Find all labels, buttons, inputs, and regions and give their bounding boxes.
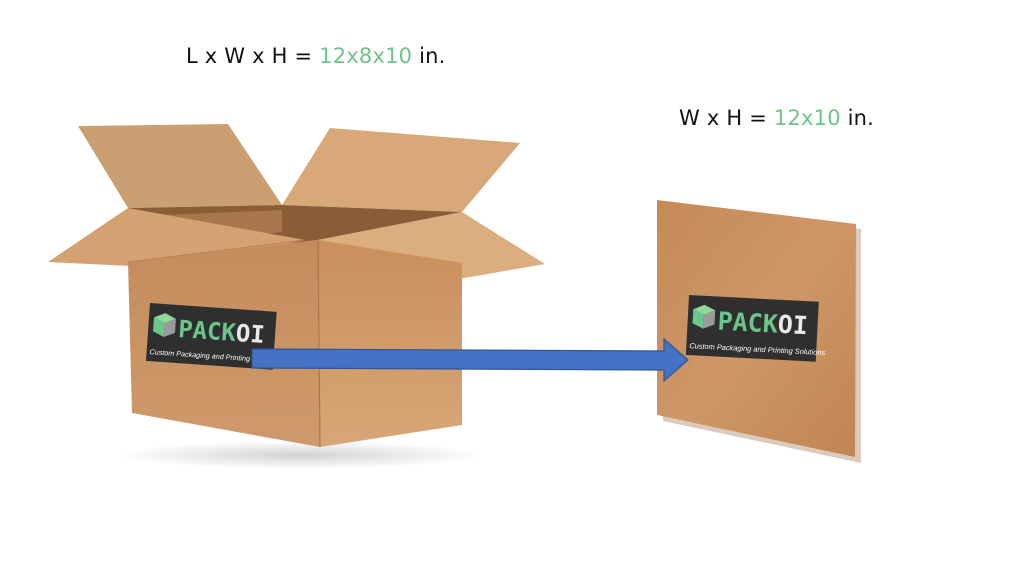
- sheet-formula-value: 12x10: [773, 106, 841, 130]
- cube-logo-icon: [692, 304, 716, 329]
- box-left-back-flap: [78, 124, 282, 208]
- cube-logo-icon: [153, 313, 176, 338]
- box-formula-value: 12x8x10: [319, 44, 413, 68]
- sheet-logo-label: PACKOI Custom Packaging and Printing Sol…: [685, 295, 826, 362]
- sheet-dimensions-formula: W x H = 12x10 in.: [679, 106, 874, 130]
- sheet-logo-wordmark: PACKOI: [717, 307, 809, 341]
- box-edge: [317, 239, 321, 448]
- box-formula-suffix: in.: [412, 44, 446, 68]
- flat-cardboard-sheet: PACKOI Custom Packaging and Printing Sol…: [657, 200, 861, 463]
- arrow-shape: [251, 337, 689, 383]
- box-logo-label: PACKOI Custom Packaging and Printing Sol…: [145, 303, 282, 370]
- box-fold-line: [127, 239, 306, 263]
- box-logo-word-pack: PACK: [177, 315, 237, 347]
- box-logo-word-oi: OI: [235, 319, 266, 349]
- sheet-formula-suffix: in.: [840, 106, 875, 130]
- box-shadow: [115, 441, 485, 469]
- sheet-formula-prefix: W x H =: [679, 106, 774, 130]
- box-side-face: [318, 240, 462, 447]
- box-logo-background: [145, 303, 277, 370]
- sheet-logo-background: [685, 295, 819, 362]
- open-cardboard-box: PACKOI Custom Packaging and Printing Sol…: [48, 124, 545, 469]
- box-formula-prefix: L x W x H =: [186, 44, 320, 68]
- box-back-flap: [282, 128, 520, 212]
- sheet-logo-word-pack: PACK: [717, 307, 779, 339]
- box-logo-wordmark: PACKOI: [177, 315, 265, 349]
- box-dimensions-formula: L x W x H = 12x8x10 in.: [186, 44, 446, 68]
- sheet-logo-word-oi: OI: [777, 310, 809, 341]
- transform-arrow: [251, 337, 689, 383]
